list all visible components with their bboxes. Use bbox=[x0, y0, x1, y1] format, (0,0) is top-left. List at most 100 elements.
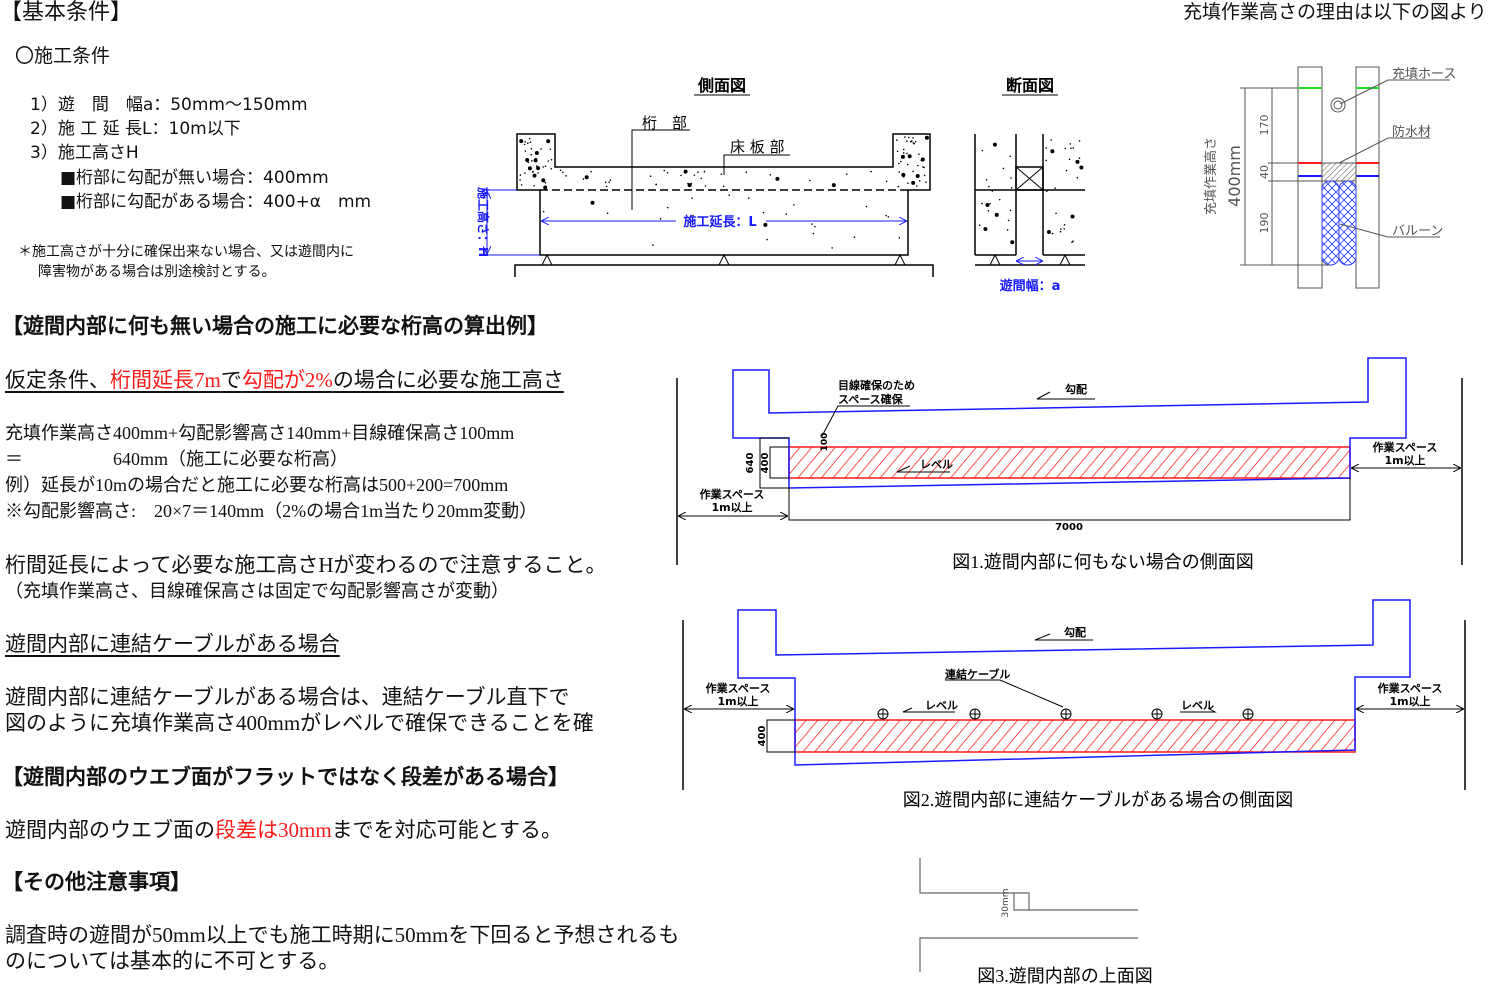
concrete-dot bbox=[1078, 157, 1081, 160]
concrete-dot bbox=[700, 177, 703, 180]
concrete-dot bbox=[911, 180, 916, 185]
concrete-dot bbox=[809, 179, 811, 182]
other-text: のについては基本的に不可とする。 bbox=[5, 949, 340, 973]
eye-space-label: 目線確保のため bbox=[838, 378, 915, 392]
slab-label: 床 板 部 bbox=[730, 138, 785, 156]
slope-label: 勾配 bbox=[1064, 625, 1086, 639]
construction-conditions-heading: 〇施工条件 bbox=[15, 45, 111, 67]
concrete-dot bbox=[912, 137, 914, 139]
concrete-dot bbox=[584, 175, 589, 180]
concrete-dot bbox=[663, 169, 666, 172]
step-text-b: までを対応可能とする。 bbox=[331, 818, 563, 842]
concrete-dot bbox=[763, 222, 768, 227]
concrete-dot bbox=[547, 160, 550, 162]
concrete-dot bbox=[1046, 229, 1051, 234]
concrete-dot bbox=[885, 180, 888, 183]
concrete-dot bbox=[924, 135, 929, 140]
concrete-dot bbox=[896, 139, 898, 141]
dim-400: 400 bbox=[757, 726, 768, 747]
cable-text: 図のように充填作業高さ400mmがレベルで確保できることを確 bbox=[5, 711, 594, 735]
work-space-label: 作業スペース bbox=[1373, 440, 1438, 454]
concrete-dot bbox=[923, 166, 925, 169]
filling-height-label: 充填作業高さ bbox=[1203, 137, 1219, 215]
concrete-dot bbox=[897, 185, 900, 188]
concrete-dot bbox=[1050, 139, 1052, 141]
concrete-dot bbox=[1060, 228, 1062, 230]
dim-100: 100 bbox=[820, 433, 830, 452]
level-label: レベル bbox=[1181, 699, 1214, 712]
figure-1-diagram: 400 640 100 目線確保のため スペース確保 勾配 レベル 作業スペース… bbox=[676, 357, 1463, 572]
note-line: 障害物がある場合は別途検討とする。 bbox=[38, 264, 276, 280]
concrete-dot bbox=[549, 148, 552, 151]
slope-label: 勾配 bbox=[1065, 382, 1087, 396]
level-label: レベル bbox=[925, 699, 958, 712]
figure-2-caption: 図2.遊間内部に連結ケーブルがある場合の側面図 bbox=[903, 789, 1293, 810]
concrete-dot bbox=[659, 218, 662, 220]
cable-markers bbox=[877, 708, 1254, 720]
figure-2-diagram: 400 勾配 連結ケーブル レベル レベル 作業スペース 1m以上 作業スペース… bbox=[682, 599, 1466, 810]
figure-1-caption: 図1.遊間内部に何もない場合の側面図 bbox=[952, 552, 1254, 572]
concrete-dot bbox=[898, 162, 900, 165]
concrete-dot bbox=[903, 136, 906, 138]
concrete-dot bbox=[923, 174, 926, 177]
concrete-dot bbox=[704, 185, 707, 187]
concrete-dot bbox=[920, 159, 923, 162]
concrete-dot bbox=[1076, 176, 1079, 179]
concrete-dot bbox=[666, 206, 669, 209]
concrete-dot bbox=[523, 143, 526, 146]
cable-label: 連結ケーブル bbox=[945, 667, 1010, 681]
concrete-dot bbox=[1050, 149, 1055, 154]
concrete-dot bbox=[691, 197, 693, 199]
dim-7000: 7000 bbox=[1055, 522, 1083, 533]
dim-400: 400 bbox=[760, 453, 771, 474]
concrete-dot bbox=[565, 175, 567, 177]
waterproof-label: 防水材 bbox=[1392, 124, 1431, 140]
concrete-dot bbox=[865, 205, 868, 208]
work-space-label: 1m以上 bbox=[1384, 453, 1425, 467]
concrete-dot bbox=[978, 224, 981, 226]
assumption-text: で bbox=[220, 368, 242, 392]
side-view-title: 側面図 bbox=[697, 76, 746, 95]
section-view-diagram: 断面図 遊間幅：a bbox=[974, 76, 1085, 294]
concrete-dot bbox=[1054, 187, 1056, 189]
concrete-dot bbox=[896, 150, 899, 153]
concrete-dot bbox=[544, 181, 547, 184]
cable-marker-cross bbox=[1243, 709, 1253, 719]
concrete-dot bbox=[1002, 167, 1005, 170]
concrete-dot bbox=[524, 172, 526, 174]
work-space-label: 作業スペース bbox=[700, 487, 765, 501]
concrete-dot bbox=[562, 171, 564, 174]
step-limit: 段差は30mm bbox=[215, 818, 332, 842]
work-space-label: 作業スペース bbox=[706, 681, 771, 695]
concrete-dot bbox=[1046, 190, 1048, 192]
concrete-dot bbox=[527, 166, 532, 171]
concrete-dot bbox=[527, 142, 529, 145]
concrete-dot bbox=[998, 198, 1001, 201]
condition-item: 2）施 工 延 長L：10m以下 bbox=[30, 119, 241, 139]
concrete-dot bbox=[913, 142, 915, 145]
concrete-dot bbox=[870, 170, 872, 173]
concrete-dot bbox=[906, 163, 909, 166]
concrete-dot bbox=[812, 232, 815, 235]
cable-marker-cross bbox=[1152, 709, 1162, 719]
concrete-texture bbox=[519, 135, 929, 249]
concrete-dot bbox=[900, 154, 905, 159]
concrete-dot bbox=[1065, 169, 1068, 172]
step-30mm-label: 30mm bbox=[1001, 889, 1011, 918]
concrete-dot bbox=[533, 184, 536, 187]
concrete-dot bbox=[536, 166, 541, 171]
concrete-dot bbox=[527, 161, 530, 164]
concrete-dot bbox=[1071, 241, 1073, 244]
concrete-dot bbox=[534, 151, 539, 156]
concrete-dot bbox=[541, 178, 546, 183]
basic-heading: 【基本条件】 bbox=[0, 0, 133, 25]
concrete-dot bbox=[831, 247, 833, 249]
gap-width-label: 遊間幅：a bbox=[1000, 278, 1061, 294]
concrete-dot bbox=[1009, 209, 1012, 212]
assumption-text: の場合に必要な施工高さ bbox=[332, 368, 564, 392]
concrete-dot bbox=[918, 153, 920, 156]
figure-3-diagram: 30mm 図3.遊間内部の上面図 bbox=[919, 858, 1153, 986]
calc-line: 例）延長が10mの場合だと施工に必要な桁高は500+200=700mm bbox=[5, 475, 509, 495]
cable-heading: 遊間内部に連結ケーブルがある場合 bbox=[5, 632, 340, 656]
concrete-dot bbox=[582, 178, 585, 180]
